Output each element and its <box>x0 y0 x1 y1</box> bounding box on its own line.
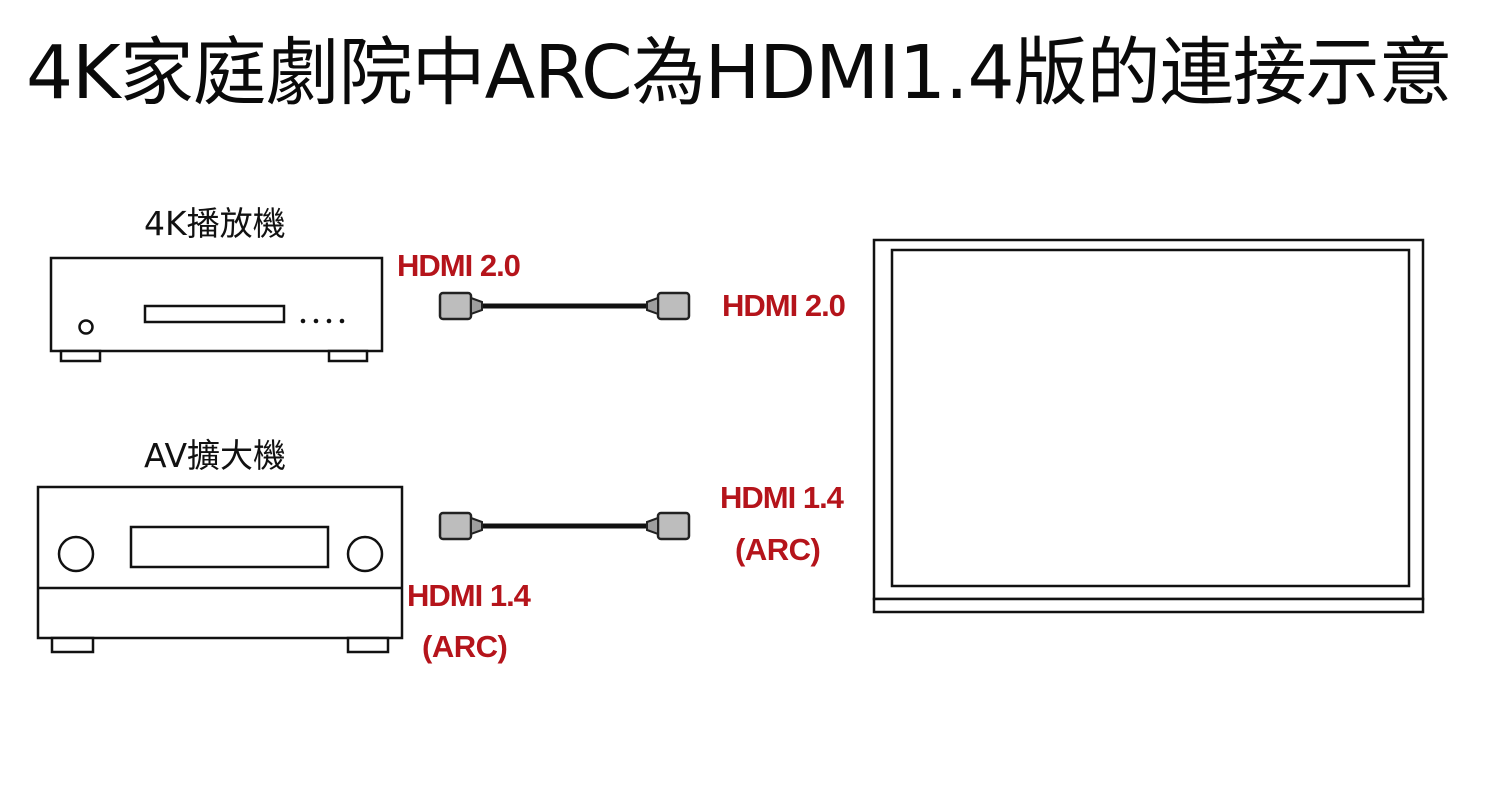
player-label: 4K播放機 <box>144 204 286 243</box>
receiver-port-label: HDMI 1.4 <box>407 578 531 613</box>
tv-screen-icon <box>872 238 1425 614</box>
player-port-label: HDMI 2.0 <box>397 248 521 283</box>
page-title: 4K家庭劇院中ARC為HDMI1.4版的連接示意 <box>26 30 1453 116</box>
bluray-player-icon <box>49 256 384 363</box>
tv-port-label-top: HDMI 2.0 <box>722 288 846 323</box>
tv-arc-note: (ARC) <box>735 532 821 567</box>
hdmi-cable-icon <box>438 291 691 321</box>
hdmi-cable-icon <box>438 511 691 541</box>
tv-port-label-arc: HDMI 1.4 <box>720 480 844 515</box>
receiver-label: AV擴大機 <box>144 436 287 475</box>
receiver-arc-note: (ARC) <box>422 629 508 664</box>
av-receiver-icon <box>36 485 404 654</box>
